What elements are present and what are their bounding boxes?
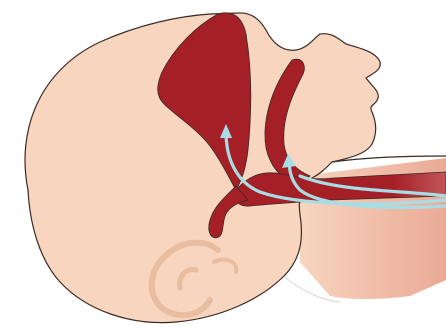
head-cross-section-illustration [0,0,446,333]
sleep-apnea-airway-diagram [0,0,446,333]
